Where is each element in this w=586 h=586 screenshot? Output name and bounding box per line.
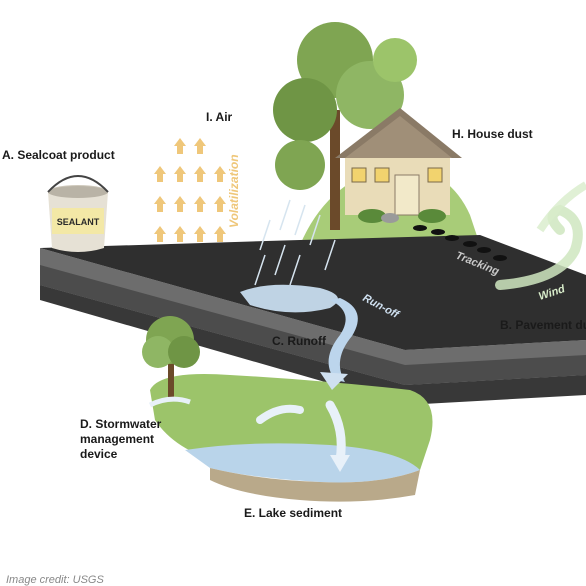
tree-small-canopy-3	[168, 336, 200, 368]
volatilization-arrow	[214, 166, 226, 182]
label-stormwater-device: D. Stormwater management device	[80, 417, 190, 462]
label-air: I. Air	[206, 110, 233, 124]
house-rock	[381, 213, 399, 223]
volatilization-arrow	[194, 226, 206, 242]
volatilization-arrows	[154, 138, 226, 242]
footprints	[413, 225, 507, 261]
tree-large-canopy-2	[273, 78, 337, 142]
runoff-arrowhead	[320, 372, 348, 390]
flow-arrowhead	[330, 455, 350, 472]
tree-large-trunk	[330, 110, 340, 230]
label-pavement-dust: B. Pavement dust	[500, 318, 586, 332]
volatilization-arrow	[214, 196, 226, 212]
lake-water	[185, 443, 420, 483]
house-window-1	[351, 167, 367, 183]
tree-large-canopy-5	[373, 38, 417, 82]
stormwater-outlet	[148, 396, 191, 408]
runoff-stream	[328, 298, 358, 382]
bucket-label: SEALANT	[57, 217, 100, 227]
runoff-puddle	[240, 284, 338, 313]
label-stormwater-line-2: management	[80, 432, 155, 446]
volatilization-arrow	[174, 226, 186, 242]
wind-swirl-2	[536, 181, 586, 233]
label-runoff: C. Runoff	[272, 334, 326, 348]
volatilization-arrow	[174, 138, 186, 154]
pavement-base	[40, 285, 586, 405]
volatilization-arrow	[194, 138, 206, 154]
volatilization-arrow	[174, 166, 186, 182]
volatilization-arrow	[174, 196, 186, 212]
sealant-bucket	[47, 175, 109, 252]
volatilization-arrow	[194, 196, 206, 212]
volatilization-arrow	[154, 226, 166, 242]
image-credit: Image credit: USGS	[6, 574, 104, 586]
label-house-dust: H. House dust	[452, 127, 533, 141]
label-stormwater-line-3: device	[80, 447, 118, 461]
volatilization-annotation: Volatilization	[227, 154, 241, 228]
lake-bank	[210, 468, 420, 502]
tree-small-canopy-2	[142, 336, 174, 368]
tree-large-canopy-4	[275, 140, 325, 190]
label-stormwater-line-1: D. Stormwater	[80, 417, 162, 431]
flow-arrow-1	[256, 404, 304, 424]
tree-small-trunk	[168, 355, 174, 400]
volatilization-arrow	[154, 166, 166, 182]
house-roof-front	[345, 116, 452, 158]
volatilization-arrow	[194, 166, 206, 182]
house-door	[394, 174, 420, 216]
house-window-2	[374, 167, 390, 183]
rain	[254, 199, 336, 286]
house-window-3	[427, 167, 443, 183]
house-shrub-2	[418, 209, 446, 223]
label-sealcoat-product: A. Sealcoat product	[2, 148, 115, 162]
house-shrub-1	[358, 209, 386, 223]
volatilization-arrow	[154, 196, 166, 212]
label-lake-sediment: E. Lake sediment	[244, 506, 343, 520]
pavement-front-layer	[40, 265, 586, 385]
volatilization-arrow	[214, 226, 226, 242]
pavement-front-face	[40, 248, 586, 385]
